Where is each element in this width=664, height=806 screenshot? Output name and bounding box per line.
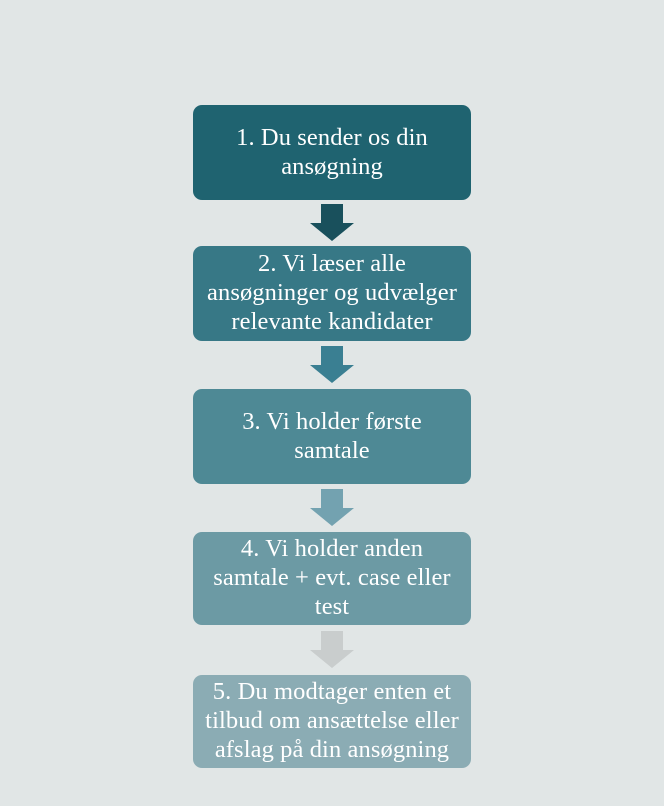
arrow-down-icon: [310, 631, 354, 668]
flow-step-3-label: 3. Vi holder første samtale: [242, 407, 422, 464]
arrow-down-icon: [310, 204, 354, 241]
arrow-down-icon: [310, 489, 354, 526]
flow-connector-1: [309, 203, 355, 243]
flow-step-1-label: 1. Du sender os din ansøgning: [236, 123, 428, 180]
flow-step-2-label: 2. Vi læser alle ansøgninger og udvælger…: [207, 250, 457, 335]
flow-step-4-label: 4. Vi holder anden samtale + evt. case e…: [213, 535, 451, 620]
flow-step-5[interactable]: 5. Du modtager enten et tilbud om ansætt…: [193, 675, 471, 768]
flow-step-3[interactable]: 3. Vi holder første samtale: [193, 389, 471, 484]
flow-step-4[interactable]: 4. Vi holder anden samtale + evt. case e…: [193, 532, 471, 625]
flow-connector-4: [309, 630, 355, 670]
flow-connector-3: [309, 488, 355, 528]
flow-step-1[interactable]: 1. Du sender os din ansøgning: [193, 105, 471, 200]
flow-connector-2: [309, 345, 355, 385]
flow-step-2[interactable]: 2. Vi læser alle ansøgninger og udvælger…: [193, 246, 471, 341]
flow-step-5-label: 5. Du modtager enten et tilbud om ansætt…: [205, 678, 459, 763]
arrow-down-icon: [310, 346, 354, 383]
